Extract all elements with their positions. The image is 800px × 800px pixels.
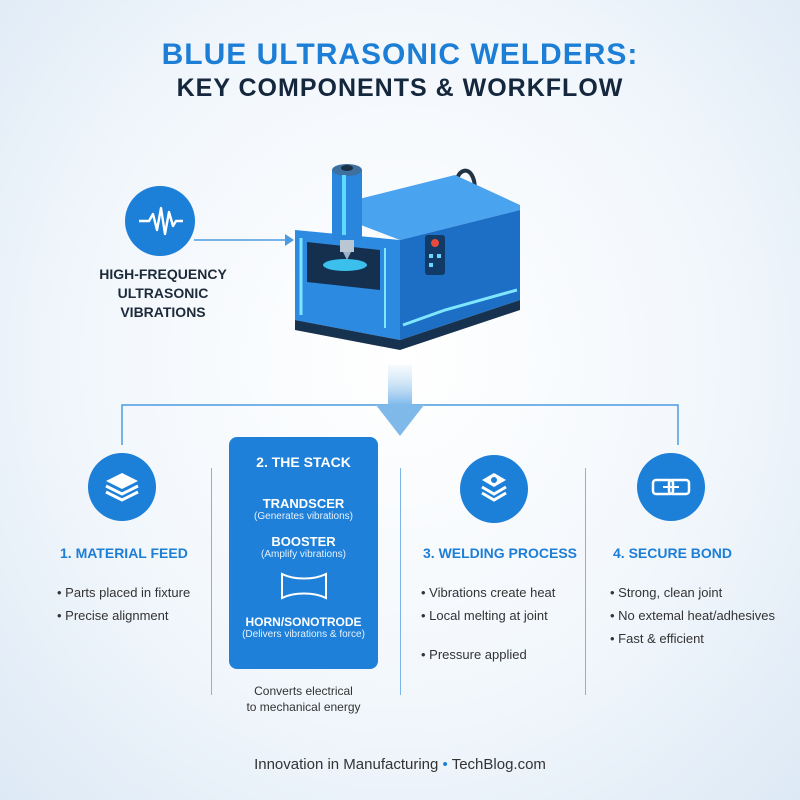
melting-layers-icon xyxy=(481,473,507,502)
horn-icon xyxy=(280,572,327,600)
horn-label: HORN/SONOTRODE xyxy=(245,615,362,629)
divider xyxy=(211,468,212,695)
title-line-2: KEY COMPONENTS & WORKFLOW xyxy=(176,74,624,102)
vibration-label: HIGH-FREQUENCY ULTRASONIC VIBRATIONS xyxy=(99,266,227,320)
booster-sub: (Amplify vibrations) xyxy=(260,549,347,560)
bullet: Precise alignment xyxy=(57,604,190,627)
stack-caption: Converts electrical to mechanical energy xyxy=(246,684,361,714)
bullet: Fast & efficient xyxy=(610,627,775,650)
waveform-icon xyxy=(139,206,183,236)
horn-sub: (Delivers vibrations & force) xyxy=(242,629,365,640)
transducer-sub: (Generates vibrations) xyxy=(254,511,353,522)
step-4-title: 4. SECURE BOND xyxy=(613,545,733,561)
footer: Innovation in Manufacturing • TechBlog.c… xyxy=(0,756,800,773)
footer-left: Innovation in Manufacturing xyxy=(254,756,439,773)
step-1-title: 1. MATERIAL FEED xyxy=(60,545,188,561)
bullet: Vibrations create heat xyxy=(421,581,555,604)
step-3-bullets: Vibrations create heat Local melting at … xyxy=(421,581,555,666)
title-line-1: BLUE ULTRASONIC WELDERS: xyxy=(161,38,639,71)
step-1-bullets: Parts placed in fixture Precise alignmen… xyxy=(57,581,190,627)
vibration-circle xyxy=(125,186,195,256)
step-4-bullets: Strong, clean joint No extemal heat/adhe… xyxy=(610,581,775,650)
layers-icon xyxy=(105,473,139,502)
material-feed-circle xyxy=(88,453,156,521)
booster-label: BOOSTER xyxy=(271,534,336,549)
footer-right: TechBlog.com xyxy=(451,756,546,773)
bullet: No extemal heat/adhesives xyxy=(610,604,775,627)
transducer-label: TRANDSCER xyxy=(262,496,345,511)
stack-card: 2. THE STACK TRANDSCER (Generates vibrat… xyxy=(229,437,378,669)
bullet: Local melting at joint xyxy=(421,604,555,627)
bullet: Parts placed in fixture xyxy=(57,581,190,604)
bullet: Pressure applied xyxy=(421,643,555,666)
bullet: Strong, clean joint xyxy=(610,581,775,604)
link-icon xyxy=(651,478,691,496)
step-3-title: 3. WELDING PROCESS xyxy=(423,545,578,561)
divider xyxy=(400,468,401,695)
footer-separator: • xyxy=(442,756,448,773)
ultrasonic-welder-machine xyxy=(295,164,520,350)
step-2-title: 2. THE STACK xyxy=(256,454,351,470)
secure-bond-circle xyxy=(637,453,705,521)
divider xyxy=(585,468,586,695)
welding-process-circle xyxy=(460,455,528,523)
